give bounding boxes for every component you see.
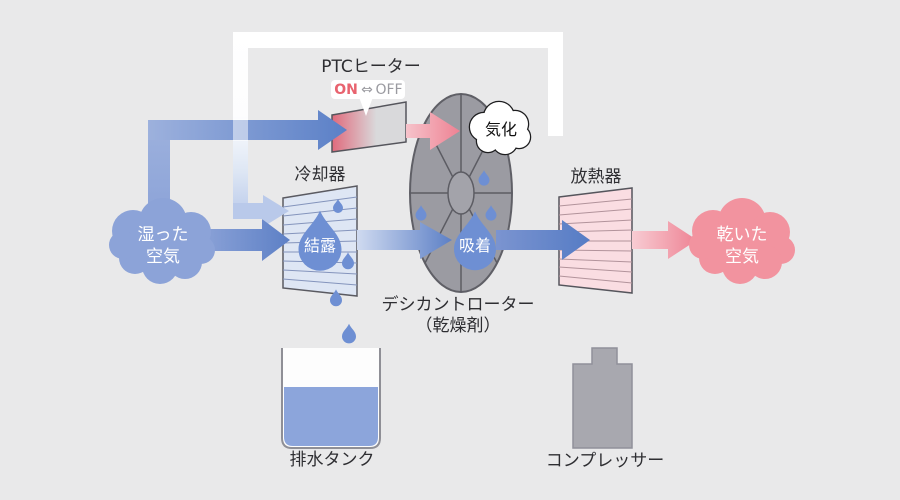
pipe-right-segment [548, 32, 563, 136]
airflow-arrow-to-rotor [357, 222, 452, 259]
cooler-label: 冷却器 [295, 165, 346, 185]
adsorption-droplet: 吸着 [454, 211, 496, 271]
pipe-top-segment [233, 32, 563, 48]
condensation-label: 結露 [304, 236, 336, 255]
badge-pointer [359, 97, 373, 116]
badge-background [331, 80, 405, 99]
hot-air-arrow-through-rotor [406, 112, 460, 150]
condensation-droplet: 結露 [298, 210, 342, 271]
airflow-arrow-to-radiator [496, 220, 590, 260]
heater-toggle-icon: ⇔ [361, 82, 373, 98]
ptc-heater-label: PTCヒーター [321, 57, 421, 77]
dry-air-arrow-out [632, 221, 697, 259]
dry-air-cloud: 乾いた 空気 [689, 198, 795, 284]
vaporization-label: 気化 [485, 120, 517, 139]
airflow-riser-bar [148, 121, 170, 218]
humid-air-label-line1: 湿った [138, 225, 189, 245]
pipe-over-arrow-crossing [233, 119, 248, 141]
radiator-panel [558, 187, 633, 294]
heater-on-label: ON [334, 82, 358, 98]
drain-tank-water [284, 387, 378, 446]
radiator-label: 放熱器 [571, 167, 622, 187]
dry-air-label-line2: 空気 [725, 247, 759, 267]
rotor-label-line2: （乾燥剤） [416, 316, 501, 336]
rotor-hub [447, 171, 475, 215]
recirculation-arrow-to-cooler [233, 195, 289, 227]
rotor-label-line1: デシカントローター [382, 294, 535, 315]
drain-tank-label: 排水タンク [290, 450, 375, 470]
heater-on-off-badge: ON ⇔ OFF [331, 80, 405, 116]
adsorption-label: 吸着 [459, 236, 491, 255]
compressor-body [572, 347, 633, 449]
heater-off-label: OFF [375, 82, 402, 98]
drain-tank [281, 348, 381, 449]
dry-air-label-line1: 乾いた [717, 225, 768, 245]
humid-air-label-line2: 空気 [146, 247, 180, 267]
humid-air-cloud: 湿った 空気 [109, 198, 215, 284]
compressor-label: コンプレッサー [546, 451, 665, 471]
vaporization-cloud: 気化 [468, 100, 532, 156]
airflow-arrow-to-cooler [202, 219, 290, 261]
